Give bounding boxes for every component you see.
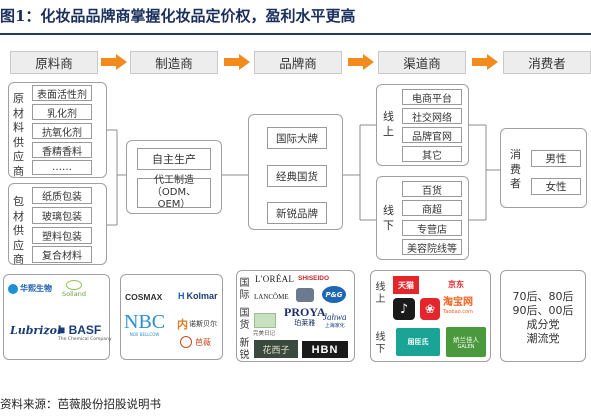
source-note: 资料来源：芭薇股份招股说明书 [0,397,161,411]
raw-item: 表面活性剂 [32,85,92,101]
title-rule [0,33,591,35]
consumer-segment: 70后、80后 [512,290,574,303]
raw-logos-panel [3,274,110,360]
consumer-segment: 潮流党 [526,332,560,345]
pg-logo: P&G [322,286,346,303]
jahwa-logo: Jahwa 上海家化 [323,312,347,329]
bawei-logo: 芭薇 [180,336,211,348]
stage-manufacturer: 制造商 [130,51,218,74]
manufacturer-item: 代工制造 （ODM、OEM） [137,175,211,210]
consumer-segment: 成分党 [526,318,560,331]
packaging-item: 复合材料 [32,246,92,263]
raw-item: 抗氧化剂 [32,123,92,139]
taobao-logo: 淘宝网 Taobao.com [443,297,473,315]
flow-arrow-icon [101,54,127,70]
online-item: 电商平台 [402,89,462,105]
stage-channel: 渠道商 [378,51,466,74]
connector-lines [107,124,500,226]
offline-item: 百货 [402,181,462,197]
manufacturer-logos-panel [120,274,223,360]
flow-arrow-icon [472,54,498,70]
nox-bellcow-logo: 内诺斯贝尔 [177,318,217,331]
raw-item: 香精香料 [32,142,92,158]
consumer-segments: 70后、80后 90后、00后 成分党 潮流党 [500,290,586,346]
online-label: 线上 [383,110,394,138]
raw-item: …… [32,160,92,175]
watsons-logo: 屈臣氏 [396,328,440,356]
brand-item: 经典国货 [267,165,327,187]
consumer-item: 女性 [531,178,581,195]
galen-logo: 娇兰佳人 GALEN [446,327,486,357]
brand-row-label: 新锐 [239,338,250,361]
consumer-segment: 90后、00后 [512,304,574,317]
raw-item: 乳化剂 [32,104,92,120]
cosmax-logo: COSMAX [125,292,163,302]
online-item: 品牌官网 [402,127,462,143]
manufacturer-item: 自主生产 [137,148,211,170]
raw-material-label: 原材料供应商 [13,92,24,178]
perfect-diary-logo: 完美日记 [253,331,276,337]
offline-item: 美容院线等 [402,239,462,255]
online-item: 社交网络 [402,108,462,124]
consumer-label: 消费者 [510,148,521,190]
xiaohongshu-icon: ❀ [420,298,440,320]
packaging-item: 塑料包装 [32,227,92,244]
jd-logo: 京东 [448,280,464,289]
consumer-segments-panel [500,270,586,362]
florasis-logo: 花西子 [254,340,298,358]
brand-row-label: 国际 [239,278,250,301]
brand-item: 新锐品牌 [267,202,327,224]
brand-emblem-icon [296,288,314,302]
solland-logo: Solland [62,280,86,298]
flow-arrow-icon [224,54,250,70]
basf-logo: ■ BASF The Chemical Company [58,322,112,342]
lancome-logo: LANCÔME [254,293,289,301]
brand-item: 国际大牌 [267,127,327,149]
loreal-logo: L'ORÉAL [255,274,295,284]
figure-title: 图1：化妆品品牌商掌握化妆品定价权，盈利水平更高 [0,7,356,25]
packaging-label: 包材供应商 [13,195,24,266]
channel-row-label: 线下 [375,332,386,355]
shiseido-logo: SHISEIDO [298,275,330,282]
nbc-logo: NBC NOX BELLCOW [124,311,166,337]
stage-raw-supplier: 原料商 [10,51,98,74]
consumer-item: 男性 [531,150,581,167]
offline-item: 商超 [402,200,462,216]
packaging-item: 玻璃包装 [32,207,92,224]
stage-brand: 品牌商 [254,51,342,74]
packaging-item: 纸质包装 [32,187,92,204]
proya-logo: PROYA 珀莱雅 [284,305,326,327]
lubrizol-logo: Lubrizol [10,324,62,337]
hbn-logo: HBN [302,341,348,358]
brand-thumbnail-icon [254,313,276,328]
offline-item: 专营店 [402,220,462,236]
bloomage-logo: 华熙生物 [8,283,52,294]
tmall-logo: 天猫 [393,276,419,294]
flow-arrow-icon [348,54,374,70]
channel-row-label: 线上 [375,282,386,305]
brand-row-label: 国货 [239,308,250,331]
online-item: 其它 [402,146,462,162]
offline-label: 线下 [383,204,394,232]
tiktok-icon: ♪ [393,298,415,320]
